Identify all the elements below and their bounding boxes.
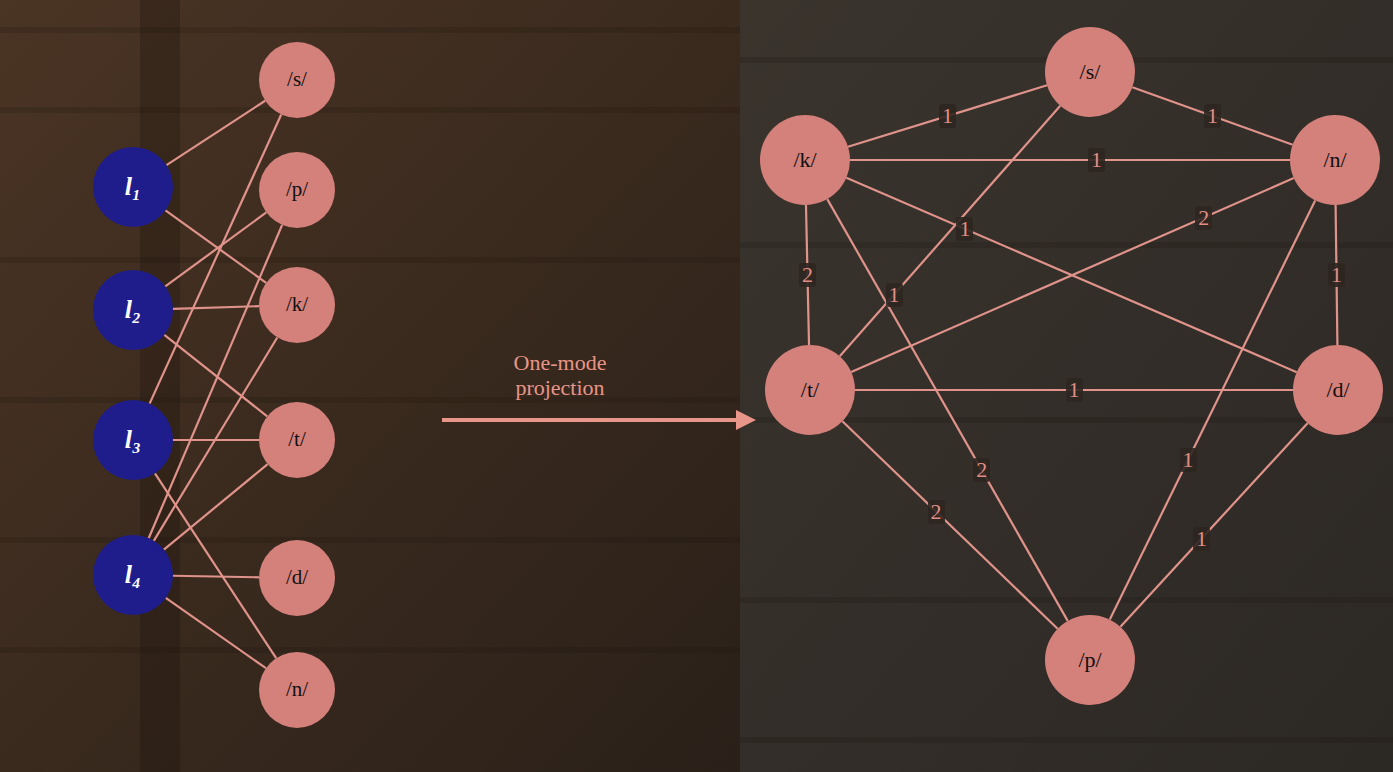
node-text: /s/ [1080, 60, 1101, 84]
node-text: l₃ [125, 426, 141, 455]
connector-line [149, 225, 282, 538]
connector-line [840, 106, 1061, 356]
edge-weight: 2 [799, 263, 816, 287]
node-text: /d/ [1326, 378, 1349, 402]
connector-line [827, 199, 1067, 621]
connector-line [848, 85, 1047, 146]
connector-line [1110, 200, 1315, 619]
edge-weight: 1 [939, 104, 956, 128]
connector-line [166, 598, 266, 668]
connector-line [165, 210, 266, 282]
connector-line [842, 421, 1057, 629]
page-gutter [140, 0, 180, 772]
language-node: l₂ [93, 270, 173, 350]
node-text: l₄ [125, 561, 141, 590]
edge-weight: 1 [886, 283, 903, 307]
edge-weight: 1 [956, 217, 973, 241]
connector-line [851, 178, 1294, 372]
language-node: l₄ [93, 535, 173, 615]
projected-phoneme-node: /d/ [1293, 345, 1383, 435]
edge-weight: 1 [1180, 448, 1197, 472]
manuscript-ground [740, 0, 1393, 772]
connector-line [1132, 87, 1292, 145]
edge-weight: 1 [1193, 527, 1210, 551]
node-text: /n/ [286, 678, 308, 701]
projected-phoneme-node: /t/ [765, 345, 855, 435]
phoneme-node: /t/ [259, 402, 335, 478]
connector-line [164, 335, 267, 417]
node-text: /k/ [793, 148, 816, 172]
connector-line [155, 473, 276, 658]
connector-line [164, 464, 268, 549]
edge-weight: 1 [1088, 148, 1105, 172]
edge-weight: 1 [1328, 263, 1345, 287]
node-text: /p/ [1078, 648, 1101, 672]
connector-line [850, 159, 1290, 161]
edge-weight: 1 [1204, 104, 1221, 128]
node-text: l₂ [125, 296, 141, 325]
manuscript-ground [0, 0, 740, 772]
node-text: /s/ [287, 68, 307, 91]
node-text: /n/ [1323, 148, 1346, 172]
connector-line [173, 576, 259, 578]
script-texture [0, 30, 1393, 740]
node-text: /d/ [286, 566, 308, 589]
edge-weight: 2 [973, 458, 990, 482]
phoneme-node: /n/ [259, 652, 335, 728]
projected-phoneme-node: /n/ [1290, 115, 1380, 205]
node-text: /k/ [286, 293, 308, 316]
connector-line [165, 212, 266, 286]
connector-line [846, 178, 1296, 372]
phoneme-node: /p/ [259, 152, 335, 228]
node-text: /p/ [286, 178, 308, 201]
phoneme-node: /s/ [259, 42, 335, 118]
phoneme-node: /k/ [259, 267, 335, 343]
projection-arrow [442, 418, 752, 422]
edge-weight: 1 [1066, 378, 1083, 402]
connector-line [150, 115, 282, 404]
projected-phoneme-node: /s/ [1045, 27, 1135, 117]
projected-phoneme-node: /k/ [760, 115, 850, 205]
language-node: l₃ [93, 400, 173, 480]
edge-weight: 2 [928, 500, 945, 524]
edge-weight: 2 [1195, 206, 1212, 230]
node-text: /t/ [801, 378, 819, 402]
language-node: l₁ [93, 147, 173, 227]
arrow-caption: One-mode projection [485, 350, 635, 401]
connector-line [1120, 423, 1307, 627]
projected-phoneme-node: /p/ [1045, 615, 1135, 705]
node-text: /t/ [288, 428, 306, 451]
phoneme-node: /d/ [259, 540, 335, 616]
connector-line [167, 101, 266, 165]
node-text: l₁ [125, 173, 141, 202]
